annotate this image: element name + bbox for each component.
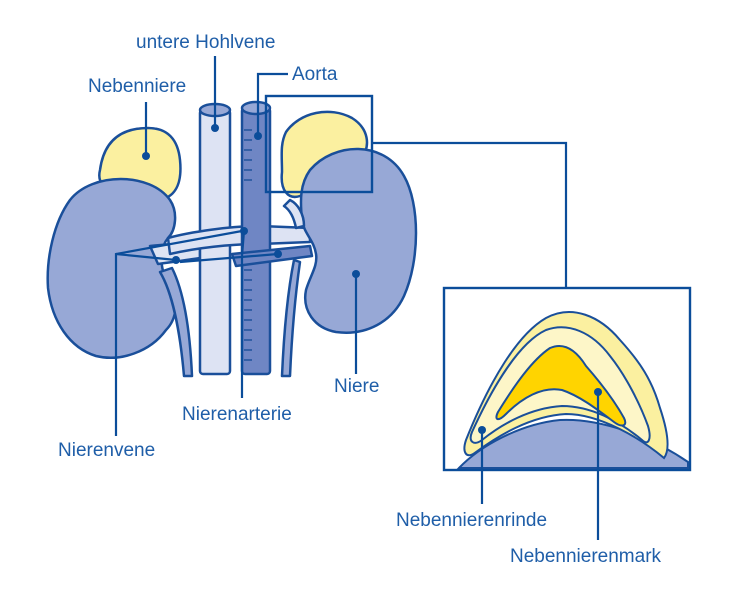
label-nebenniere: Nebenniere	[88, 76, 186, 97]
right-hilum-vessels	[282, 198, 306, 230]
renal-vein-band	[166, 224, 312, 256]
label-nierenvene: Nierenvene	[58, 440, 155, 461]
right-kidney	[299, 147, 418, 334]
label-nierenarterie: Nierenarterie	[182, 404, 292, 425]
adrenal-medulla-region	[495, 345, 627, 427]
label-untere-hohlvene: untere Hohlvene	[136, 32, 275, 53]
aorta-opening	[240, 100, 272, 116]
inset-content	[456, 311, 689, 469]
zoom-connector	[372, 141, 568, 288]
left-kidney	[46, 177, 178, 359]
leader-lines	[114, 56, 602, 540]
aorta-ribbing	[244, 129, 252, 361]
label-nebennierenmark: Nebennierenmark	[510, 546, 662, 567]
right-ureter	[280, 258, 302, 378]
label-niere: Niere	[334, 376, 379, 397]
renal-artery-band	[230, 244, 314, 268]
left-ureter	[158, 266, 194, 378]
label-nebennierenrinde: Nebennierenrinde	[396, 510, 547, 531]
label-aorta: Aorta	[292, 64, 338, 85]
inset-kidney-top	[456, 418, 689, 469]
